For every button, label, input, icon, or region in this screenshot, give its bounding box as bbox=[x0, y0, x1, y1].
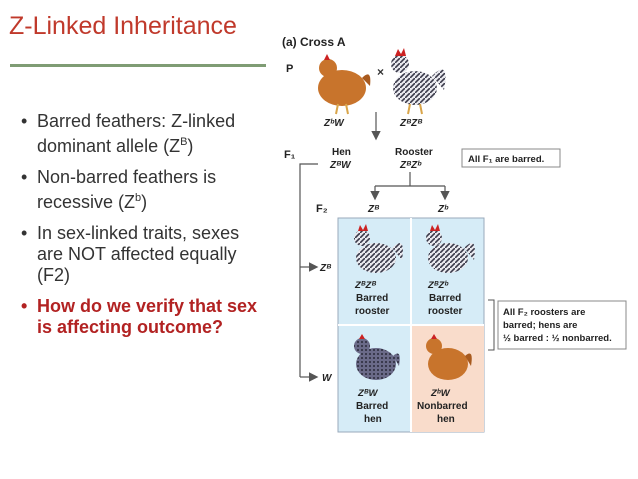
bullet-dot: • bbox=[21, 223, 28, 243]
bullet-item: • In sex-linked traits, sexes are NOT af… bbox=[21, 223, 269, 286]
cell-phenotype: Barred bbox=[356, 401, 388, 412]
f2-note-box bbox=[497, 300, 627, 350]
f2-barred-hen-image bbox=[354, 334, 400, 380]
cell-sex: rooster bbox=[428, 306, 463, 317]
cell-genotype: ZᴮZᵇ bbox=[427, 280, 449, 291]
row-label-w: W bbox=[322, 373, 333, 384]
f2-note-line2: barred; hens are bbox=[503, 320, 577, 331]
f1-hen-label: Hen bbox=[332, 147, 351, 158]
f2-note-line1: All F₂ roosters are bbox=[503, 307, 585, 318]
bullet-dot: • bbox=[21, 296, 28, 316]
bullet-text: How do we verify that sex is affecting o… bbox=[37, 296, 258, 337]
cell-sex: rooster bbox=[355, 306, 390, 317]
bullet-text: In sex-linked traits, sexes are NOT affe… bbox=[37, 223, 240, 285]
bullet-dot: • bbox=[21, 111, 28, 131]
title-divider bbox=[10, 64, 266, 67]
p-generation-label: P bbox=[286, 63, 293, 75]
f2-bracket bbox=[488, 299, 495, 351]
f1-rooster-genotype: ZᴮZᵇ bbox=[399, 160, 422, 171]
f1-generation-label: F₁ bbox=[284, 149, 296, 161]
cell-phenotype: Barred bbox=[356, 293, 388, 304]
bullet-item: • Non-barred feathers is recessive (Zb) bbox=[21, 167, 269, 213]
cross-diagram: (a) Cross A P × ZᵇW ZᴮZᴮ F₁ Hen ZᴮW Roos… bbox=[282, 35, 627, 433]
f2-note-line3: ½ barred : ½ nonbarred. bbox=[503, 333, 612, 344]
cell-phenotype: Nonbarred bbox=[417, 401, 468, 412]
bullet-item: • Barred feathers: Z-linked dominant all… bbox=[21, 111, 269, 157]
cell-sex: hen bbox=[364, 414, 382, 425]
bullet-text: Barred feathers: Z-linked dominant allel… bbox=[37, 111, 236, 156]
f1-note-box bbox=[461, 148, 561, 168]
cell-sex: hen bbox=[437, 414, 455, 425]
cell-genotype: ZᴮZᴮ bbox=[354, 280, 376, 291]
panel-label: (a) Cross A bbox=[282, 35, 346, 49]
f2-barred-rooster-1-image bbox=[354, 224, 403, 273]
p-rooster-genotype: ZᴮZᴮ bbox=[399, 118, 423, 129]
bullet-list: • Barred feathers: Z-linked dominant all… bbox=[21, 111, 269, 348]
row-label-zb: Zᴮ bbox=[319, 263, 332, 274]
bullet-item-question: • How do we verify that sex is affecting… bbox=[21, 296, 269, 338]
gamete-zb-recessive: Zᵇ bbox=[437, 204, 449, 215]
f1-hen-genotype: ZᴮW bbox=[329, 160, 352, 171]
p-rooster-image bbox=[391, 48, 446, 115]
f1-rooster-label: Rooster bbox=[395, 147, 433, 158]
cell-phenotype: Barred bbox=[429, 293, 461, 304]
p-hen-image bbox=[318, 54, 371, 115]
f2-nonbarred-hen-image bbox=[426, 334, 472, 380]
cell-genotype: ZᴮW bbox=[357, 388, 379, 399]
p-hen-genotype: ZᵇW bbox=[323, 118, 345, 129]
f1-hen-line bbox=[299, 163, 318, 377]
f2-barred-rooster-2-image bbox=[426, 224, 475, 273]
slide-title: Z-Linked Inheritance bbox=[9, 12, 237, 40]
bullet-text: Non-barred feathers is recessive (Zb) bbox=[37, 167, 217, 212]
cell-genotype: ZᵇW bbox=[430, 388, 451, 399]
f1-note: All F₁ are barred. bbox=[468, 154, 544, 165]
f2-generation-label: F₂ bbox=[316, 203, 328, 215]
bullet-dot: • bbox=[21, 167, 28, 187]
gamete-zb-dominant: Zᴮ bbox=[367, 204, 380, 215]
cross-symbol: × bbox=[377, 65, 384, 79]
